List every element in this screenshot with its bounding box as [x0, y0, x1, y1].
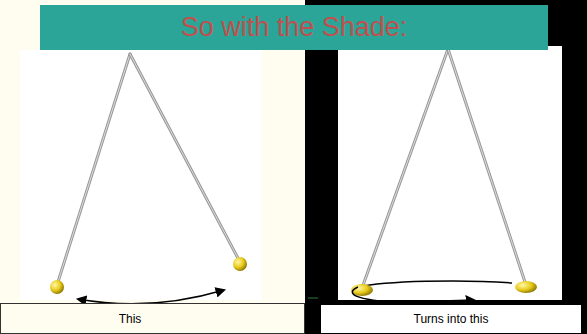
orbit-arrow: [358, 281, 512, 287]
left-panel: [0, 0, 305, 334]
right-panel: [305, 0, 587, 334]
picture-ground: [338, 46, 562, 300]
picture-caption: This: [119, 312, 142, 326]
pendulum-strings: [362, 49, 526, 288]
slide-title: So with the Shade:: [40, 5, 548, 50]
pendulum-strings: [57, 54, 240, 285]
pendulum-bob: [233, 257, 247, 271]
pendulum-bob: [515, 281, 537, 293]
picture-caption: Turns into this: [414, 312, 489, 326]
stray-mark: [308, 298, 318, 299]
picture-ground: [20, 50, 262, 300]
orbit-arrow: [352, 287, 474, 302]
pendulum-bob: [50, 280, 64, 294]
swing-arrow: [78, 290, 224, 304]
caption-box: [1, 304, 305, 334]
caption-box: [321, 305, 582, 334]
